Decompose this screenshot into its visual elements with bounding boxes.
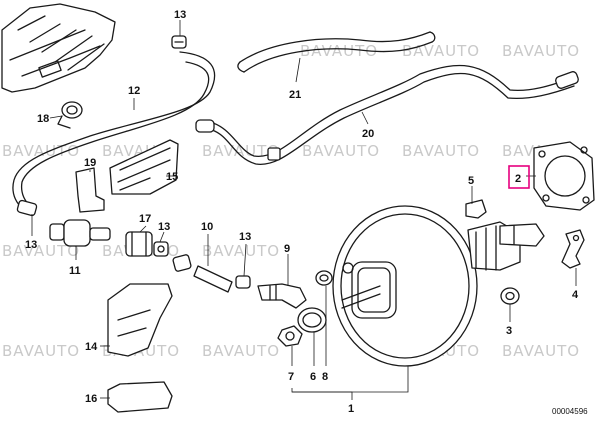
hose-20-drawing [195,64,579,165]
callout-labels: 13 21 12 18 20 19 15 2 5 13 11 17 13 10 … [25,9,579,415]
watermark-text: BAVAUTO [2,242,80,260]
watermark-text: BAVAUTO [300,42,378,60]
watermark-text: BAVAUTO [302,142,380,160]
bracket-15-drawing [109,139,179,195]
hose-10-drawing [193,265,233,293]
callout-label-17[interactable]: 17 [139,213,151,225]
callout-label-1[interactable]: 1 [348,403,354,415]
watermark-text: BAVAUTO [202,342,280,360]
highlight-box-item-2 [508,165,530,189]
callout-label-6[interactable]: 6 [310,371,316,383]
bracket-16-drawing [107,381,173,413]
callout-label-13-mid[interactable]: 13 [158,221,170,233]
callout-label-13-left[interactable]: 13 [25,239,37,251]
hose-21-drawing [237,31,436,73]
washer-6-drawing [297,307,327,333]
brake-booster-drawing [332,205,521,367]
callout-label-3[interactable]: 3 [506,325,512,337]
vacuum-hose-12-drawing [12,51,216,217]
watermark-text: BAVAUTO [402,42,480,60]
callout-label-7[interactable]: 7 [288,371,294,383]
callout-label-2[interactable]: 2 [515,173,521,185]
callout-label-5[interactable]: 5 [468,175,474,187]
callout-label-15[interactable]: 15 [166,171,178,183]
watermark-text: BAVAUTO [502,42,580,60]
watermark-text: BAVAUTO [402,142,480,160]
callout-label-9[interactable]: 9 [284,243,290,255]
drawing-code: 00004596 [552,407,588,416]
hose-clip-top-drawing [171,35,187,49]
pin-4-drawing [561,229,585,269]
watermark-text: BAVAUTO [202,142,280,160]
callout-label-13-right[interactable]: 13 [239,231,251,243]
leader-lines [31,20,577,400]
callout-label-19[interactable]: 19 [84,157,96,169]
callout-label-8[interactable]: 8 [322,371,328,383]
grommet-17-drawing [125,231,153,257]
callout-label-21[interactable]: 21 [289,89,301,101]
nut-7-drawing [277,325,303,347]
hose-clip-mid-drawing [153,241,169,257]
intake-manifold-drawing [1,3,116,93]
callout-label-18[interactable]: 18 [37,113,49,125]
nut-3-drawing [500,287,520,305]
grommet-8-drawing [315,270,333,286]
callout-label-13-top[interactable]: 13 [174,9,186,21]
watermark-text: BAVAUTO [502,342,580,360]
hose-connector-drawing [172,254,192,272]
clevis-drawing [499,223,545,247]
nut-5-drawing [465,199,487,219]
callout-label-11[interactable]: 11 [69,265,81,277]
elbow-9-drawing [257,283,307,309]
clip-18-drawing [57,101,83,129]
callout-label-14[interactable]: 14 [85,341,98,353]
callout-label-20[interactable]: 20 [362,128,374,140]
callout-label-12[interactable]: 12 [128,85,140,97]
gasket-2-drawing [533,141,595,211]
bracket-14-drawing [107,283,173,357]
watermark-text: BAVAUTO [2,342,80,360]
check-valve-11-drawing [49,219,111,247]
bracket-19-drawing [75,167,105,213]
watermark-text: BAVAUTO [202,242,280,260]
hose-clip-right-drawing [235,275,251,289]
callout-label-16[interactable]: 16 [85,393,97,405]
callout-label-4[interactable]: 4 [572,289,579,301]
callout-label-10[interactable]: 10 [201,221,213,233]
